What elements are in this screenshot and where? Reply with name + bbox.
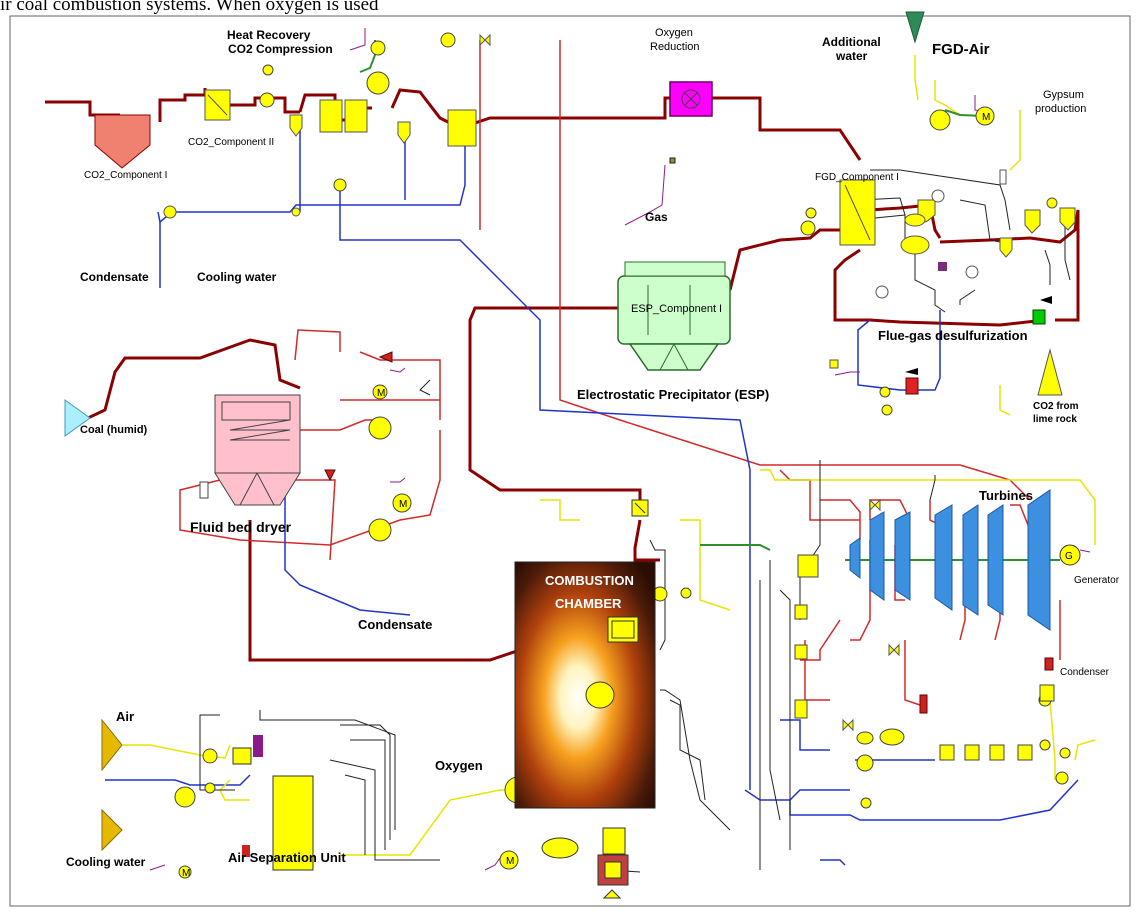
oxygen-heater [542, 828, 628, 898]
label-gypsum-2: production [1035, 103, 1086, 115]
label-cooling-water-bottom: Cooling water [66, 855, 146, 869]
label-co2-component-1: CO2_Component I [84, 170, 167, 181]
esp-unit [618, 262, 730, 370]
heat-exchanger [205, 90, 875, 245]
svg-text:M: M [399, 499, 407, 510]
svg-text:G: G [1065, 551, 1073, 562]
label-oxygen-reduction-2: Reduction [650, 41, 700, 53]
air-inlet [102, 720, 122, 770]
svg-text:M: M [182, 868, 190, 879]
co2-tank-component-1 [95, 115, 150, 168]
fluid-bed-dryer [200, 395, 300, 505]
label-esp-component: ESP_Component I [631, 303, 722, 315]
label-combustion-1: COMBUSTION [545, 573, 634, 588]
label-fgd: Flue-gas desulfurization [878, 328, 1028, 343]
svg-text:M: M [506, 856, 514, 867]
label-co2-compression: CO2 Compression [228, 42, 333, 56]
co2-lime-supply [1038, 350, 1062, 395]
label-additional-water-2: water [835, 49, 868, 63]
label-turbines: Turbines [979, 488, 1033, 503]
label-co2-component-2: CO2_Component II [188, 137, 274, 148]
label-additional-water-1: Additional [822, 35, 881, 49]
label-cooling-water-top: Cooling water [197, 270, 277, 284]
label-oxygen-reduction-1: Oxygen [655, 27, 693, 39]
label-generator: Generator [1074, 575, 1120, 586]
label-fgd-air: FGD-Air [932, 41, 990, 58]
label-co2-lime-1: CO2 from [1033, 401, 1079, 412]
label-heat-recovery: Heat Recovery [227, 28, 311, 42]
separator-icon [290, 115, 1075, 257]
label-asu: Air Separation Unit [228, 850, 346, 865]
label-gas: Gas [645, 210, 668, 224]
label-combustion-2: CHAMBER [555, 596, 622, 611]
cooling-water-inlet [102, 810, 122, 850]
label-condenser: Condenser [1060, 667, 1110, 678]
oxygen-reduction-unit [670, 82, 712, 116]
label-condensate-mid: Condensate [358, 617, 432, 632]
label-coal: Coal (humid) [80, 424, 148, 436]
label-fluid-bed: Fluid bed dryer [190, 519, 292, 535]
label-oxygen: Oxygen [435, 758, 483, 773]
svg-text:M: M [377, 388, 385, 399]
heat-exchanger-top [632, 500, 648, 516]
label-co2-lime-2: lime rock [1033, 414, 1077, 425]
fgd-air-supply [906, 12, 924, 42]
label-gypsum-1: Gypsum [1043, 89, 1084, 101]
label-esp: Electrostatic Precipitator (ESP) [577, 387, 769, 402]
label-air: Air [116, 709, 134, 724]
label-fgd-component-1: FGD_Component I [815, 172, 899, 183]
generator-icon: G [1060, 545, 1080, 565]
svg-text:M: M [982, 112, 990, 123]
feedwater-heater [795, 555, 1054, 760]
label-condensate-top: Condensate [80, 270, 149, 284]
